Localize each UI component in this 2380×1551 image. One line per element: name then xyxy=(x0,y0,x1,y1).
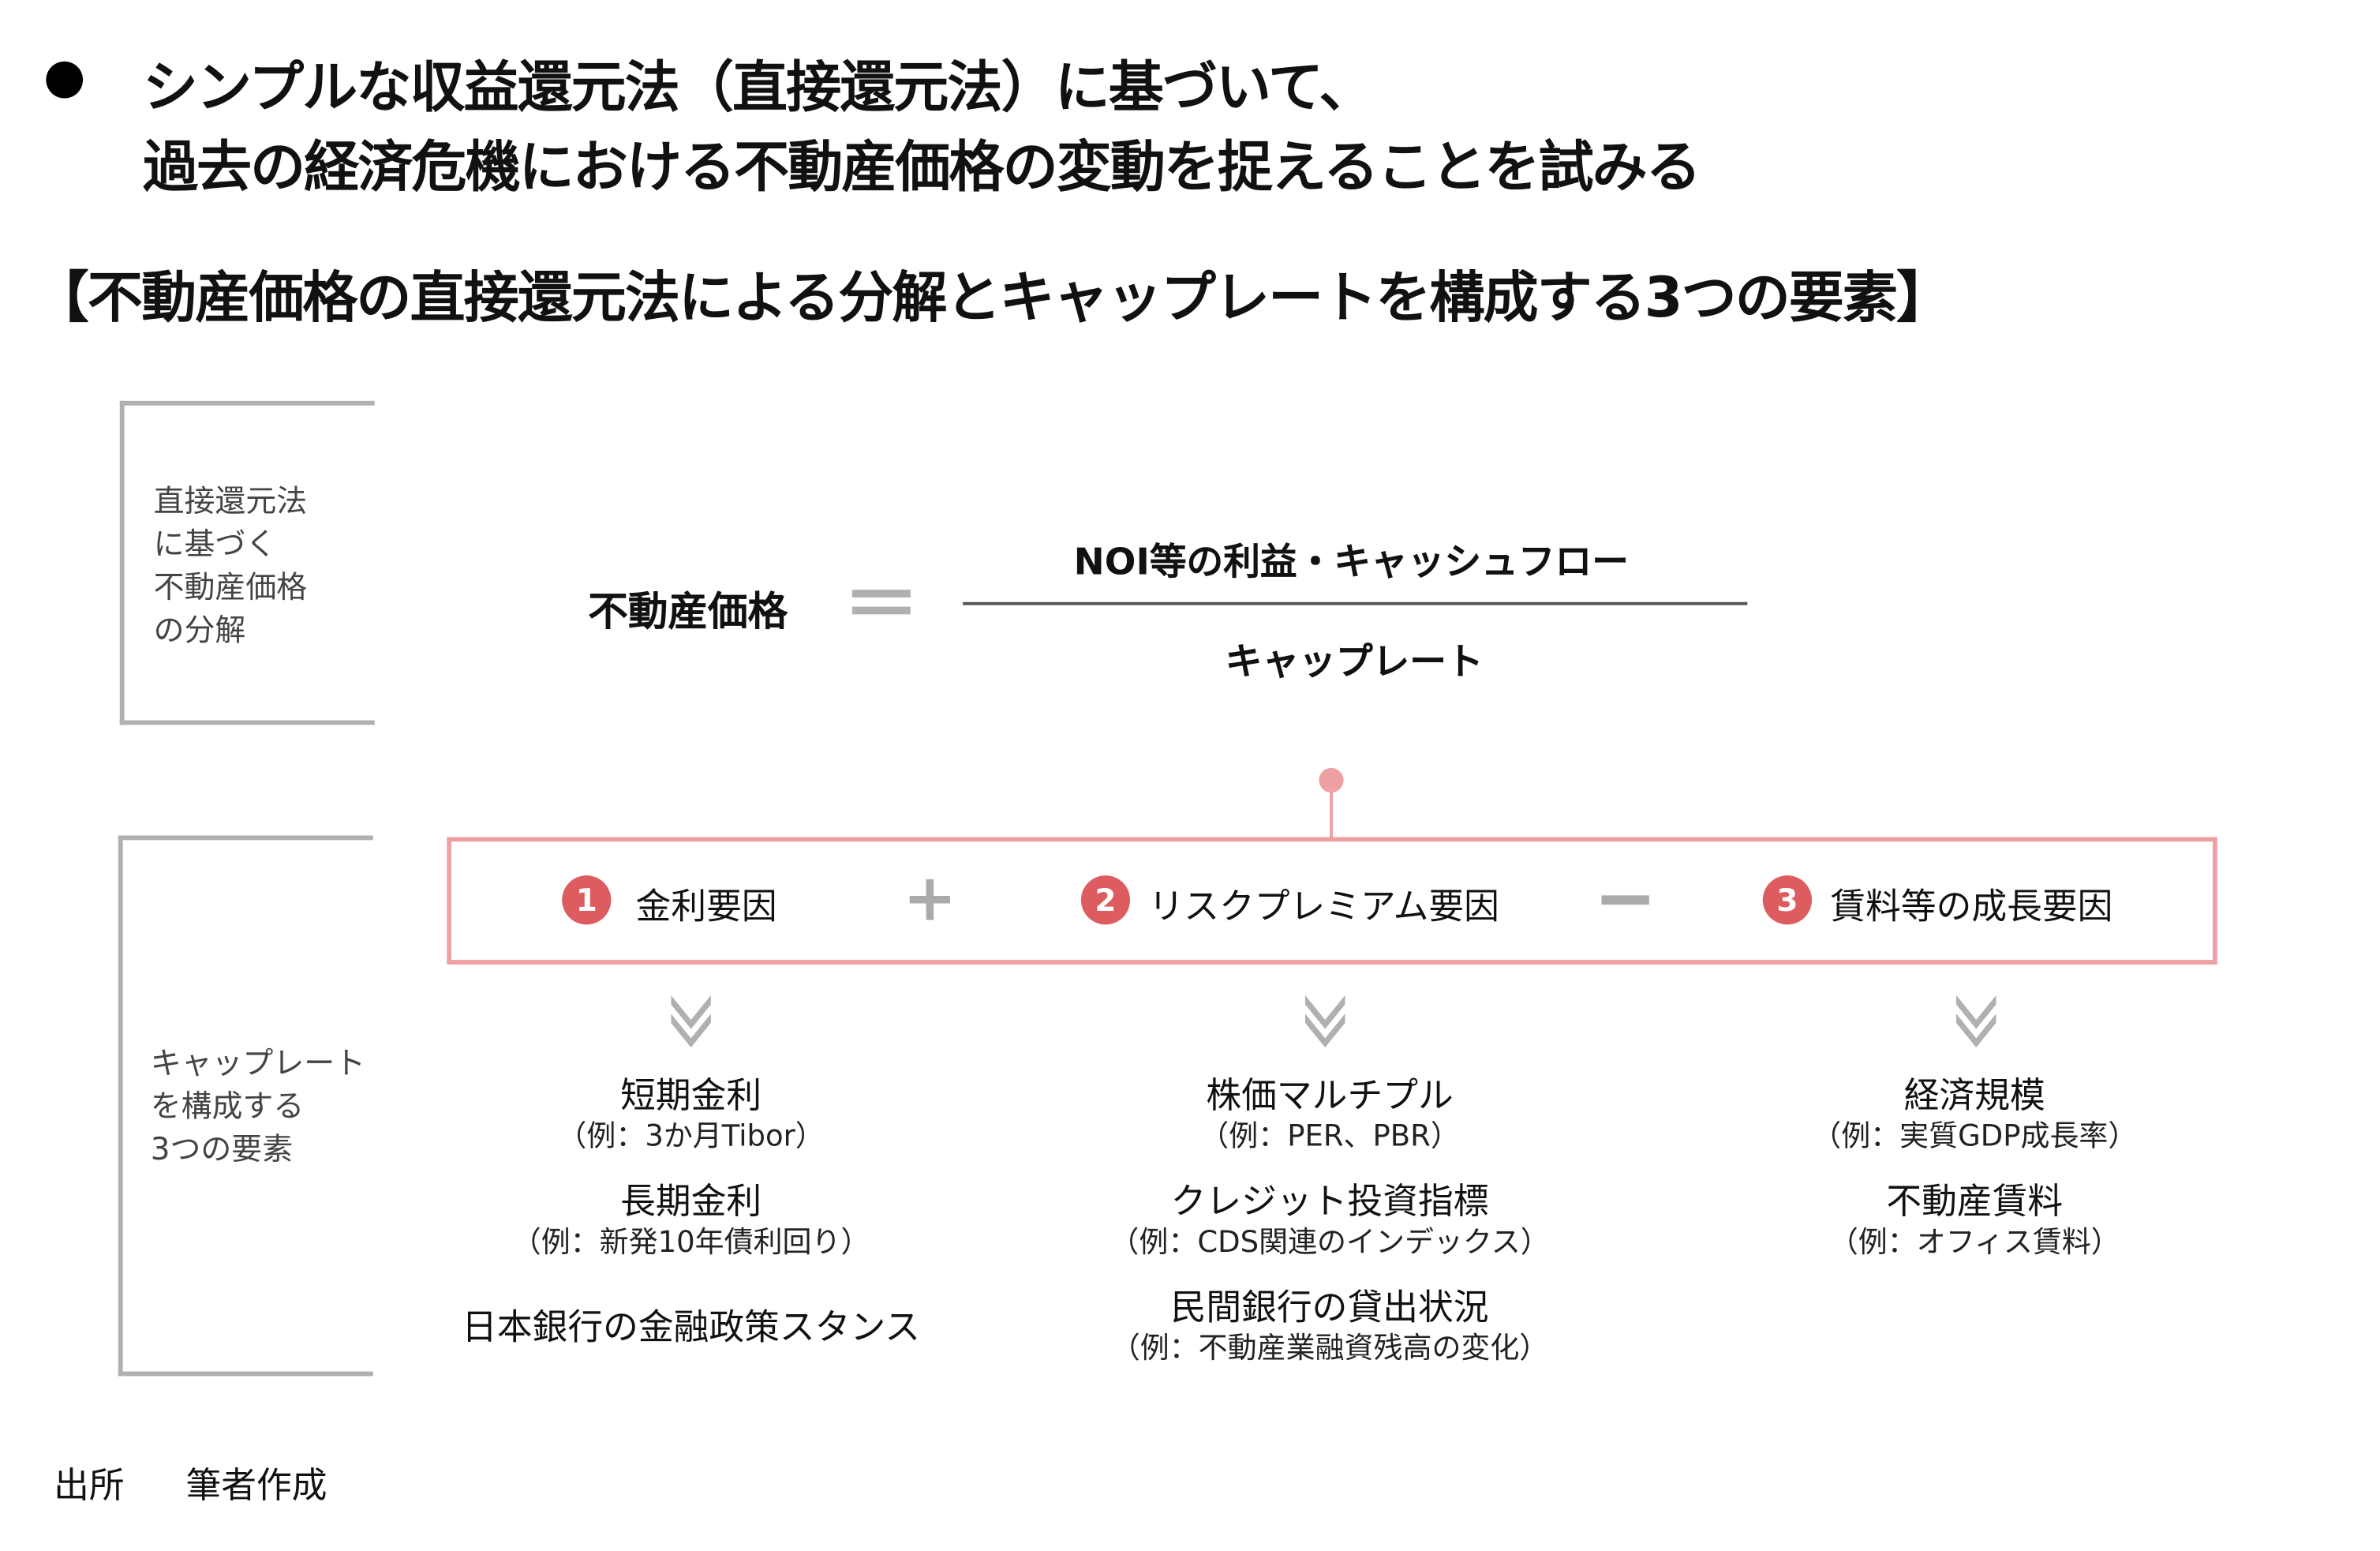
long-term-rate-example: （例：新発10年債利回り） xyxy=(511,1225,870,1260)
boj-policy-stance: 日本銀行の金融政策スタンス xyxy=(462,1308,921,1349)
credit-indicator-example: （例：CDS関連のインデックス） xyxy=(1110,1225,1550,1260)
double-chevron-down-icon xyxy=(671,995,711,1048)
bank-lending-example: （例：不動産業融資残高の変化） xyxy=(1110,1332,1549,1366)
equals-icon xyxy=(851,590,911,598)
plus-operator: + xyxy=(903,860,957,935)
short-term-rate: 短期金利 xyxy=(620,1077,762,1117)
double-chevron-down-icon xyxy=(1304,995,1345,1048)
factors-box xyxy=(447,837,2217,965)
short-term-rate-example: （例：3か月Tibor） xyxy=(557,1119,825,1154)
decomposition-side-label: 直接還元法 に基づく 不動産価格 の分解 xyxy=(154,479,308,651)
economic-scale-example: （例：実質GDP成長率） xyxy=(1812,1119,2138,1154)
side-label-line: の分解 xyxy=(153,611,246,649)
bank-lending: 民間銀行の貸出状況 xyxy=(1170,1288,1489,1329)
side-label-line: に基づく xyxy=(153,525,277,563)
long-term-rate: 長期金利 xyxy=(620,1182,762,1223)
numerator: NOI等の利益・キャッシュフロー xyxy=(1073,540,1629,584)
factor-number-3: 3 xyxy=(1762,875,1813,925)
bullet-line-2: 過去の経済危機における不動産価格の変動を捉えることを試みる xyxy=(142,137,1701,200)
bullet-line-1: シンプルな収益還元法（直接還元法）に基づいて、 xyxy=(142,56,1375,120)
section-title: 【不動産価格の直接還元法による分解とキャップレートを構成する3つの要素】 xyxy=(33,267,1952,331)
side-label-line: 3つの要素 xyxy=(150,1130,294,1167)
connector-dot xyxy=(1319,767,1344,793)
source-value: 筆者作成 xyxy=(185,1467,327,1507)
factor-label-growth: 賃料等の成長要因 xyxy=(1830,887,2113,928)
lhs-label: 不動産価格 xyxy=(588,590,788,636)
real-estate-rent: 不動産賃料 xyxy=(1886,1182,2064,1223)
minus-operator xyxy=(1601,895,1649,905)
source-label: 出所 xyxy=(54,1467,125,1507)
fraction-line xyxy=(963,601,1748,605)
side-label-line: 不動産価格 xyxy=(153,568,308,605)
equity-multiple: 株価マルチプル xyxy=(1206,1077,1454,1117)
side-label-line: キャップレート xyxy=(150,1044,366,1081)
factor-number-1: 1 xyxy=(562,875,612,925)
decomposition-bracket xyxy=(119,400,375,725)
economic-scale: 経済規模 xyxy=(1903,1077,2045,1117)
bullet-icon xyxy=(46,61,84,99)
factor-label-risk-premium: リスクプレミアム要因 xyxy=(1148,887,1499,928)
real-estate-rent-example: （例：オフィス賃料） xyxy=(1828,1225,2120,1260)
components-side-label: キャップレート を構成する 3つの要素 xyxy=(151,1041,365,1170)
equity-multiple-example: （例：PER、PBR） xyxy=(1199,1119,1460,1154)
factor-label-interest: 金利要因 xyxy=(635,887,777,928)
components-bracket xyxy=(118,835,373,1377)
credit-indicator: クレジット投資指標 xyxy=(1170,1182,1489,1223)
double-chevron-down-icon xyxy=(1955,995,1996,1048)
side-label-line: 直接還元法 xyxy=(153,481,308,519)
factor-number-2: 2 xyxy=(1080,875,1131,925)
connector-line xyxy=(1330,789,1333,839)
denominator: キャップレート xyxy=(1225,640,1484,684)
side-label-line: を構成する xyxy=(150,1087,305,1125)
